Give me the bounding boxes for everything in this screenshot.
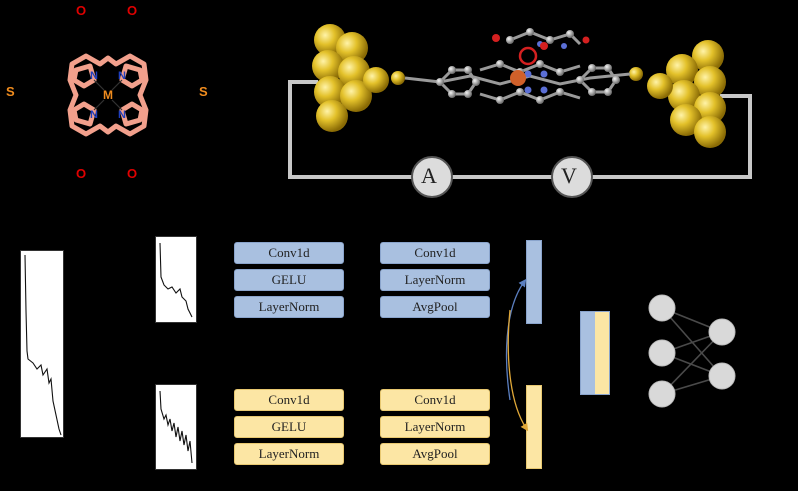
- input-neuron-3: [648, 380, 676, 408]
- cross-connection-arrows: [505, 278, 529, 432]
- fused-blue-half: [581, 312, 595, 394]
- trace-yellow-branch: [155, 384, 197, 470]
- output-neuron-2: [708, 362, 736, 390]
- blue-block1-layer2: GELU: [234, 269, 344, 291]
- oxygen-label-top-left: O: [76, 3, 87, 18]
- yellow-block2-layer2: LayerNorm: [380, 416, 490, 438]
- blue-block2-layer2: LayerNorm: [380, 269, 490, 291]
- ammeter: [411, 156, 453, 198]
- nitrogen-label-bl: N: [90, 109, 98, 121]
- trace-blue-branch: [155, 236, 197, 323]
- yellow-block1-layer2: GELU: [234, 416, 344, 438]
- blue-feature-vector: [526, 240, 542, 324]
- nitrogen-label-br: N: [118, 109, 126, 121]
- ammeter-label: A: [421, 163, 437, 188]
- sulfur-label-right: S: [199, 84, 208, 99]
- right-gold-electrode: [629, 40, 726, 148]
- nitrogen-label-tr: N: [118, 70, 126, 82]
- oxygen-label-bottom-right: O: [127, 166, 138, 181]
- oxygen-label-bottom-left: O: [76, 166, 87, 181]
- yellow-block2-layer1: Conv1d: [380, 389, 490, 411]
- input-conductance-trace: [20, 250, 64, 438]
- blue-block2-layer3: AvgPool: [380, 296, 490, 318]
- blue-block1-layer3: LayerNorm: [234, 296, 344, 318]
- sulfur-label-left: S: [6, 84, 15, 99]
- yellow-block2-layer3: AvgPool: [380, 443, 490, 465]
- fused-feature-vector: [580, 311, 610, 395]
- oxygen-label-top-right: O: [127, 3, 138, 18]
- yellow-block1-layer3: LayerNorm: [234, 443, 344, 465]
- nitrogen-label-tl: N: [90, 70, 98, 82]
- blue-block1-layer1: Conv1d: [234, 242, 344, 264]
- fused-yellow-half: [595, 312, 609, 394]
- molecular-junction-circuit: [288, 24, 752, 198]
- metal-label: M: [103, 88, 113, 102]
- voltmeter-label: V: [561, 163, 577, 188]
- output-neuron-1: [708, 318, 736, 346]
- blue-block2-layer1: Conv1d: [380, 242, 490, 264]
- mlp-classifier: [648, 294, 736, 408]
- porphyrin-structure: N N N N M: [67, 53, 149, 137]
- left-gold-electrode: [312, 24, 405, 132]
- voltmeter: [551, 156, 593, 198]
- input-neuron-2: [648, 339, 676, 367]
- input-neuron-1: [648, 294, 676, 322]
- yellow-block1-layer1: Conv1d: [234, 389, 344, 411]
